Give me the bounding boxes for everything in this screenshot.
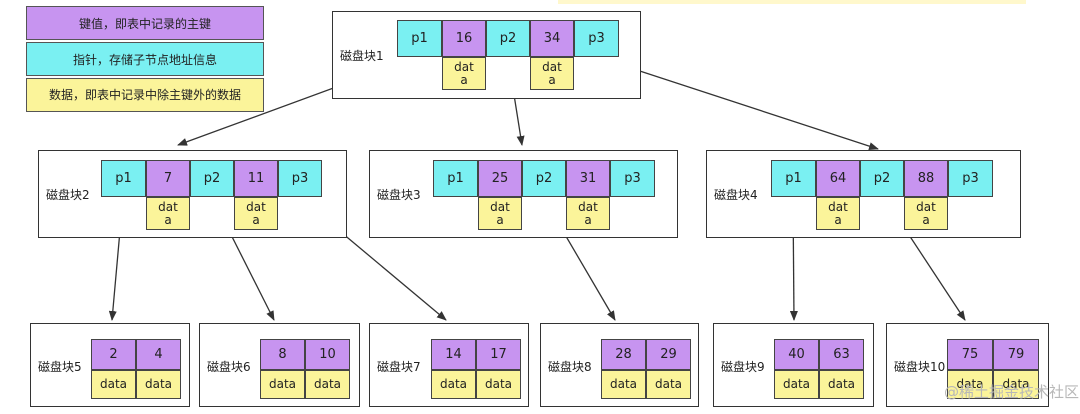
block1-key-1: 16 xyxy=(442,20,486,57)
block3-pointer-p2: p2 xyxy=(522,160,566,197)
block8-key-1: 28 xyxy=(601,339,646,370)
disk-block-3-label: 磁盘块3 xyxy=(377,188,421,202)
disk-block-2-label: 磁盘块2 xyxy=(46,188,90,202)
block5-data-2: data xyxy=(136,370,181,399)
block4-key-1: 64 xyxy=(816,160,860,197)
block3-pointer-p3: p3 xyxy=(610,160,655,197)
block4-pointer-p2: p2 xyxy=(860,160,904,197)
block7-key-2: 17 xyxy=(476,339,521,370)
block9-data-1: data xyxy=(774,370,819,399)
disk-block-9-label: 磁盘块9 xyxy=(721,360,765,374)
block10-key-2: 79 xyxy=(993,339,1039,370)
block2-key-1: 7 xyxy=(146,160,190,197)
block3-pointer-p1: p1 xyxy=(433,160,478,197)
legend-key-text: 键值，即表中记录的主键 xyxy=(78,16,211,31)
block10-data-2: data xyxy=(993,370,1039,399)
block3-key-1: 25 xyxy=(478,160,522,197)
block4-key-2: 88 xyxy=(904,160,948,197)
arrow-block1-to-block4 xyxy=(596,56,879,151)
block9-key-1: 40 xyxy=(774,339,819,370)
block7-data-2: data xyxy=(476,370,521,399)
block1-pointer-p3: p3 xyxy=(574,20,619,57)
disk-block-8-label: 磁盘块8 xyxy=(548,360,592,374)
disk-block-5-label: 磁盘块5 xyxy=(38,360,82,374)
legend-data-text: 数据，即表中记录中除主键外的数据 xyxy=(48,87,241,102)
top-highlight-strip xyxy=(558,0,1026,4)
block6-data-2: data xyxy=(305,370,350,399)
disk-block-7-label: 磁盘块7 xyxy=(377,360,421,374)
block5-data-1: data xyxy=(91,370,136,399)
disk-block-10-label: 磁盘块10 xyxy=(894,360,946,374)
legend-data: 数据，即表中记录中除主键外的数据 xyxy=(26,78,264,112)
block8-key-2: 29 xyxy=(646,339,691,370)
block9-key-2: 63 xyxy=(819,339,864,370)
block1-key-2: 34 xyxy=(530,20,574,57)
legend-key: 键值，即表中记录的主键 xyxy=(26,6,264,40)
block1-pointer-p1: p1 xyxy=(397,20,442,57)
block2-pointer-p1: p1 xyxy=(101,160,146,197)
block10-key-1: 75 xyxy=(947,339,993,370)
block1-pointer-p2: p2 xyxy=(486,20,530,57)
block8-data-2: data xyxy=(646,370,691,399)
block2-pointer-p2: p2 xyxy=(190,160,234,197)
block5-key-1: 2 xyxy=(91,339,136,370)
block3-key-2: 31 xyxy=(566,160,610,197)
block8-data-1: data xyxy=(601,370,646,399)
watermark-text: @稀土掘金技术社区 xyxy=(944,383,1080,401)
disk-block-1-label: 磁盘块1 xyxy=(340,49,384,63)
block2-key-2: 11 xyxy=(234,160,278,197)
disk-block-4-label: 磁盘块4 xyxy=(714,188,758,202)
block5-key-2: 4 xyxy=(136,339,181,370)
block9-data-2: data xyxy=(819,370,864,399)
block2-pointer-p3: p3 xyxy=(278,160,322,197)
block6-data-1: data xyxy=(260,370,305,399)
block4-pointer-p3: p3 xyxy=(948,160,993,197)
legend-pointer-text: 指针，存储子节点地址信息 xyxy=(72,52,217,67)
legend-pointer: 指针，存储子节点地址信息 xyxy=(26,42,264,76)
block10-data-1: data xyxy=(947,370,993,399)
block7-data-1: data xyxy=(431,370,476,399)
block6-key-2: 10 xyxy=(305,339,350,370)
block4-pointer-p1: p1 xyxy=(771,160,816,197)
disk-block-6-label: 磁盘块6 xyxy=(207,360,251,374)
block7-key-1: 14 xyxy=(431,339,476,370)
block6-key-1: 8 xyxy=(260,339,305,370)
